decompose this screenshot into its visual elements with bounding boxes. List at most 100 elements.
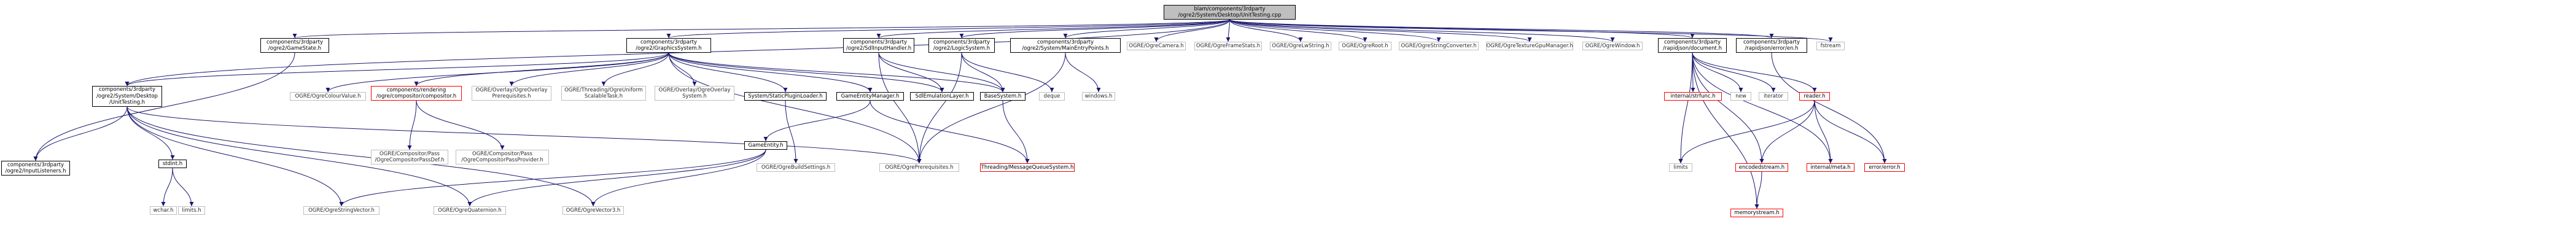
edge-reader-to-encodedstream bbox=[1759, 100, 1815, 164]
node-gameentitymanager[interactable]: GameEntityManager.h bbox=[836, 92, 904, 101]
node-logicsystem[interactable]: components/3rdparty/ogre2/LogicSystem.h bbox=[928, 38, 995, 53]
edge-graphicssystem-to-overlaysystem bbox=[668, 52, 697, 87]
node-wchar[interactable]: wchar.h bbox=[150, 206, 177, 215]
node-ogrelwstring[interactable]: OGRE/OgreLwString.h bbox=[1270, 42, 1331, 50]
node-label-line: fstream bbox=[1820, 42, 1841, 49]
node-ogrestringvector[interactable]: OGRE/OgreStringVector.h bbox=[303, 206, 379, 215]
node-label-line: OGRE/OgreColourValue.h bbox=[295, 93, 361, 99]
node-stdint[interactable]: stdint.h bbox=[158, 160, 187, 168]
edge-layer bbox=[33, 19, 1887, 209]
edge-root-to-unittesting_h bbox=[125, 19, 1230, 87]
node-memorystream[interactable]: memorystream.h bbox=[1730, 209, 1783, 217]
node-label-line: OGRE/OgreTextureGpuManager.h bbox=[1486, 42, 1573, 49]
node-compositorpassdef[interactable]: OGRE/Compositor/Pass/OgreCompositorPassD… bbox=[371, 150, 448, 164]
edge-gameentitymanager-to-gameentity bbox=[763, 100, 871, 142]
node-compositor[interactable]: components/rendering/ogre/compositor/com… bbox=[371, 86, 462, 101]
edge-graphicssystem-to-sdlemulationlayer bbox=[668, 52, 944, 93]
node-label-line: OGRE/Compositor/Pass bbox=[379, 150, 440, 157]
node-internal_strfunc[interactable]: internal/strfunc.h bbox=[1664, 92, 1722, 101]
node-label-line: OGRE/OgrePrerequisites.h bbox=[885, 164, 954, 171]
node-label-line: /UnitTesting.h bbox=[109, 99, 146, 106]
node-ogrevector3[interactable]: OGRE/OgreVector3.h bbox=[562, 206, 624, 215]
node-gamestate[interactable]: components/3rdparty/ogre2/GameState.h bbox=[260, 38, 329, 53]
node-label-line: blam/components/3rdparty bbox=[1194, 6, 1266, 12]
node-reader[interactable]: reader.h bbox=[1799, 92, 1830, 101]
node-ogrecamera[interactable]: OGRE/OgreCamera.h bbox=[1127, 42, 1186, 50]
node-windows[interactable]: windows.h bbox=[1082, 92, 1115, 101]
node-ogreprerequisites[interactable]: OGRE/OgrePrerequisites.h bbox=[879, 163, 959, 172]
node-label-line: OGRE/Overlay/OgreOverlay bbox=[475, 87, 548, 93]
node-messagequeuesystem[interactable]: Threading/MessageQueueSystem.h bbox=[980, 163, 1075, 172]
node-internal_meta[interactable]: internal/meta.h bbox=[1807, 163, 1854, 172]
node-label-line: /ogre2/GameState.h bbox=[268, 45, 322, 52]
edge-compositor-to-compositorpassprovider bbox=[416, 100, 505, 150]
node-label-line: /ogre2/System/Desktop/UnitTesting.cpp bbox=[1178, 12, 1282, 18]
edge-reader-to-internal_meta bbox=[1814, 100, 1833, 164]
edge-unittesting_h-to-ogrevector3 bbox=[126, 106, 596, 207]
node-label-line: reader.h bbox=[1804, 93, 1826, 99]
node-label-line: OGRE/Overlay/OgreOverlay bbox=[658, 87, 731, 93]
edge-logicsystem-to-basesystem bbox=[961, 52, 1005, 93]
node-label-line: limits.h bbox=[182, 207, 201, 214]
edge-document-to-reader bbox=[1692, 52, 1817, 93]
node-label-line: /OgreCompositorPassDef.h bbox=[375, 157, 445, 163]
node-label-line: /OgreCompositorPassProvider.h bbox=[461, 157, 543, 163]
node-label-line: /ogre2/System/Desktop bbox=[96, 93, 158, 99]
node-iterator[interactable]: iterator bbox=[1759, 92, 1788, 101]
edge-rj_error-to-error_h bbox=[1771, 52, 1887, 164]
node-label-line: GameEntity.h bbox=[748, 142, 784, 149]
node-new[interactable]: new bbox=[1730, 92, 1751, 101]
node-label-line: OGRE/OgreVector3.h bbox=[566, 207, 621, 214]
edge-staticpluginloader-to-ogrebuildsettings bbox=[785, 100, 798, 164]
node-fstream[interactable]: fstream bbox=[1816, 42, 1845, 50]
edge-root-to-ogrewindow bbox=[1229, 19, 1615, 42]
edge-mainentrypoints-to-windows bbox=[1065, 52, 1101, 93]
node-label-line: components/3rdparty bbox=[267, 39, 323, 45]
node-sdlinputhandler[interactable]: components/3rdparty/ogre2/SdlInputHandle… bbox=[843, 38, 914, 53]
edge-root-to-sdlinputhandler bbox=[876, 19, 1230, 39]
node-ogrewindow[interactable]: OGRE/OgreWindow.h bbox=[1582, 42, 1643, 50]
node-ogreframestats[interactable]: OGRE/OgreFrameStats.h bbox=[1194, 42, 1262, 50]
edge-root-to-ogrestringconverter bbox=[1229, 19, 1441, 42]
node-limits[interactable]: limits bbox=[1669, 163, 1692, 172]
node-ogrequaternion[interactable]: OGRE/OgreQuaternion.h bbox=[434, 206, 506, 215]
node-rj_error[interactable]: components/3rdparty/rapidjson/error/en.h bbox=[1736, 38, 1807, 53]
node-gameentity[interactable]: GameEntity.h bbox=[744, 141, 787, 150]
node-encodedstream[interactable]: encodedstream.h bbox=[1735, 163, 1788, 172]
node-ogrestringconverter[interactable]: OGRE/OgreStringConverter.h bbox=[1399, 42, 1479, 50]
edge-document-to-encodedstream bbox=[1692, 52, 1764, 164]
node-label-line: ScalableTask.h bbox=[584, 93, 623, 99]
node-label-line: internal/meta.h bbox=[1810, 164, 1851, 171]
node-unittesting_h[interactable]: components/3rdparty/ogre2/System/Desktop… bbox=[92, 86, 162, 107]
node-label-line: error/error.h bbox=[1869, 164, 1901, 171]
node-ogrecolourvalue[interactable]: OGRE/OgreColourValue.h bbox=[290, 92, 366, 101]
edge-document-to-memorystream bbox=[1692, 52, 1759, 209]
node-ogretexturegpumanager[interactable]: OGRE/OgreTextureGpuManager.h bbox=[1486, 42, 1573, 50]
edge-graphicssystem-to-staticpluginloader bbox=[668, 52, 788, 93]
node-compositorpassprovider[interactable]: OGRE/Compositor/Pass/OgreCompositorPassP… bbox=[456, 150, 549, 164]
node-label-line: OGRE/OgreBuildSettings.h bbox=[761, 164, 831, 171]
node-label-line: System/StaticPluginLoader.h bbox=[748, 93, 823, 99]
node-ogrebuildsettings[interactable]: OGRE/OgreBuildSettings.h bbox=[757, 163, 835, 172]
node-graphicssystem[interactable]: components/3rdparty/ogre2/GraphicsSystem… bbox=[626, 38, 711, 53]
edge-document-to-iterator bbox=[1692, 52, 1776, 93]
node-limits_h[interactable]: limits.h bbox=[178, 206, 205, 215]
edge-reader-to-error_h bbox=[1814, 100, 1887, 164]
node-staticpluginloader[interactable]: System/StaticPluginLoader.h bbox=[744, 92, 827, 101]
node-sdl2inputlisteners[interactable]: components/3rdparty/ogre2/InputListeners… bbox=[1, 161, 70, 176]
node-mainentrypoints[interactable]: components/3rdparty/ogre2/System/MainEnt… bbox=[1010, 38, 1121, 53]
node-label-line: OGRE/Compositor/Pass bbox=[472, 150, 532, 157]
node-label-line: Prerequisites.h bbox=[492, 93, 531, 99]
node-deque[interactable]: deque bbox=[1039, 92, 1065, 101]
edge-root-to-graphicssystem bbox=[666, 19, 1230, 39]
node-ogreroot[interactable]: OGRE/OgreRoot.h bbox=[1339, 42, 1391, 50]
node-basesystem[interactable]: BaseSystem.h bbox=[980, 92, 1025, 101]
node-label-line: BaseSystem.h bbox=[984, 93, 1022, 99]
node-document[interactable]: components/3rdparty/rapidjson/document.h bbox=[1658, 38, 1727, 53]
edge-reader-to-limits bbox=[1678, 100, 1815, 164]
node-error_h[interactable]: error/error.h bbox=[1864, 163, 1905, 172]
node-sdlemulationlayer[interactable]: SdlEmulationLayer.h bbox=[910, 92, 974, 101]
